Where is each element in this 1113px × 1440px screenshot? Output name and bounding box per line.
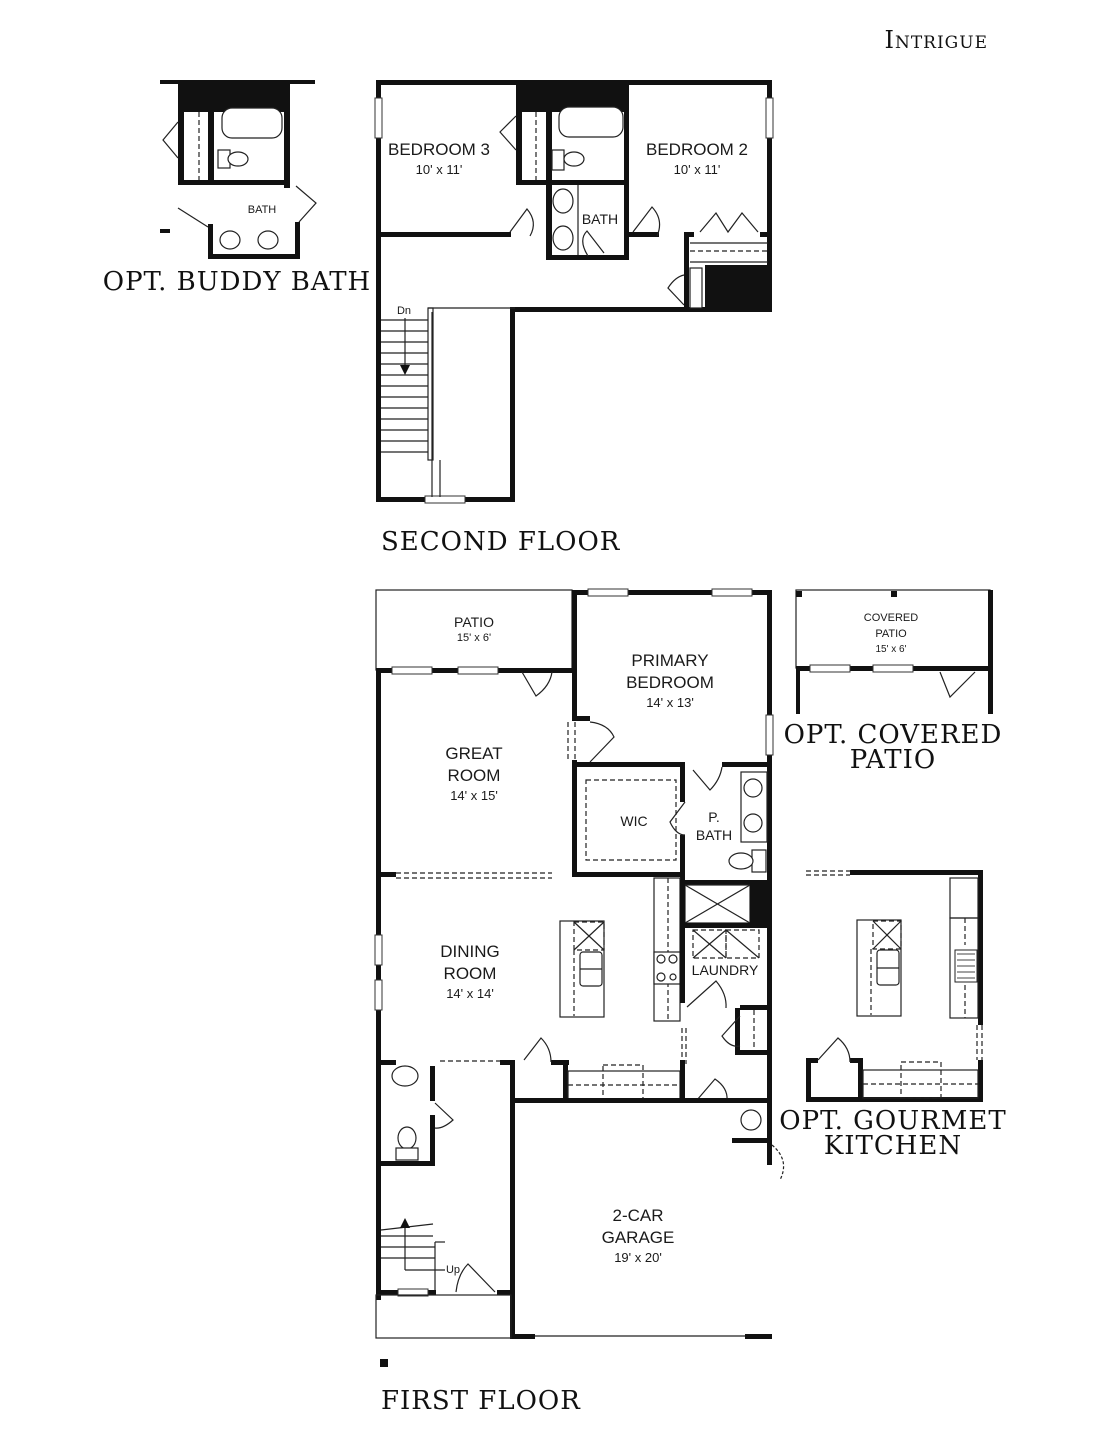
bedroom-2-label: BEDROOM 2 — [646, 140, 748, 159]
laundry-label: LAUNDRY — [692, 962, 759, 978]
opt-buddy-bath-title: OPT. BUDDY BATH — [103, 267, 371, 297]
primary-bath-label-2: BATH — [696, 827, 732, 843]
bedroom-3-size: 10' x 11' — [416, 162, 463, 177]
stair-arrow-up-icon — [400, 1218, 410, 1228]
optional-gourmet-kitchen-plan — [806, 870, 983, 1102]
dining-room-size: 14' x 14' — [446, 986, 494, 1001]
second-floor-plan: Dn BEDROOM 3 10' x 11' BEDROOM 2 10' x 1… — [374, 80, 774, 504]
garage-size: 19' x 20' — [614, 1250, 662, 1265]
opt-gourmet-kitchen-title-1: OPT. GOURMET — [779, 1106, 1006, 1136]
second-floor-title: SECOND FLOOR — [381, 527, 621, 557]
optional-covered-patio-plan: COVERED PATIO 15' x 6' — [795, 589, 993, 714]
plan-name: Intrigue — [884, 26, 988, 54]
dining-room-label-2: ROOM — [444, 964, 497, 983]
second-floor-bath-label: BATH — [582, 211, 618, 227]
opt-covered-patio-title-1: OPT. COVERED — [784, 720, 1003, 750]
wic-label: WIC — [620, 813, 647, 829]
primary-bedroom-label-2: BEDROOM — [626, 673, 714, 692]
covered-patio-size: 15' x 6' — [875, 644, 906, 655]
patio-size: 15' x 6' — [457, 632, 491, 644]
great-room-label-1: GREAT — [445, 744, 502, 763]
stair-arrow-down-icon — [400, 365, 410, 375]
first-floor-plan: Up PATIO 15' x 6' PRIMARY BEDROOM 14' x … — [374, 588, 785, 1367]
opt-gourmet-kitchen-title-2: KITCHEN — [824, 1131, 962, 1161]
patio-label: PATIO — [454, 614, 494, 630]
covered-patio-label-1: COVERED — [864, 612, 918, 624]
buddy-bath-label: BATH — [248, 204, 277, 216]
primary-bedroom-size: 14' x 13' — [646, 695, 694, 710]
stair-dn-label: Dn — [397, 305, 411, 317]
primary-bedroom-label-1: PRIMARY — [631, 651, 708, 670]
bedroom-3-label: BEDROOM 3 — [388, 140, 490, 159]
primary-bath-label-1: P. — [708, 809, 719, 825]
great-room-size: 14' x 15' — [450, 788, 498, 803]
great-room-label-2: ROOM — [448, 766, 501, 785]
opt-covered-patio-title-2: PATIO — [850, 745, 936, 775]
stair-up-label: Up — [446, 1264, 460, 1276]
first-floor-title: FIRST FLOOR — [381, 1386, 581, 1416]
bedroom-2-size: 10' x 11' — [674, 162, 721, 177]
optional-buddy-bath-plan: BATH — [160, 80, 317, 259]
garage-label-1: 2-CAR — [612, 1206, 663, 1225]
dining-room-label-1: DINING — [440, 942, 500, 961]
covered-patio-label-2: PATIO — [875, 628, 907, 640]
garage-label-2: GARAGE — [602, 1228, 675, 1247]
